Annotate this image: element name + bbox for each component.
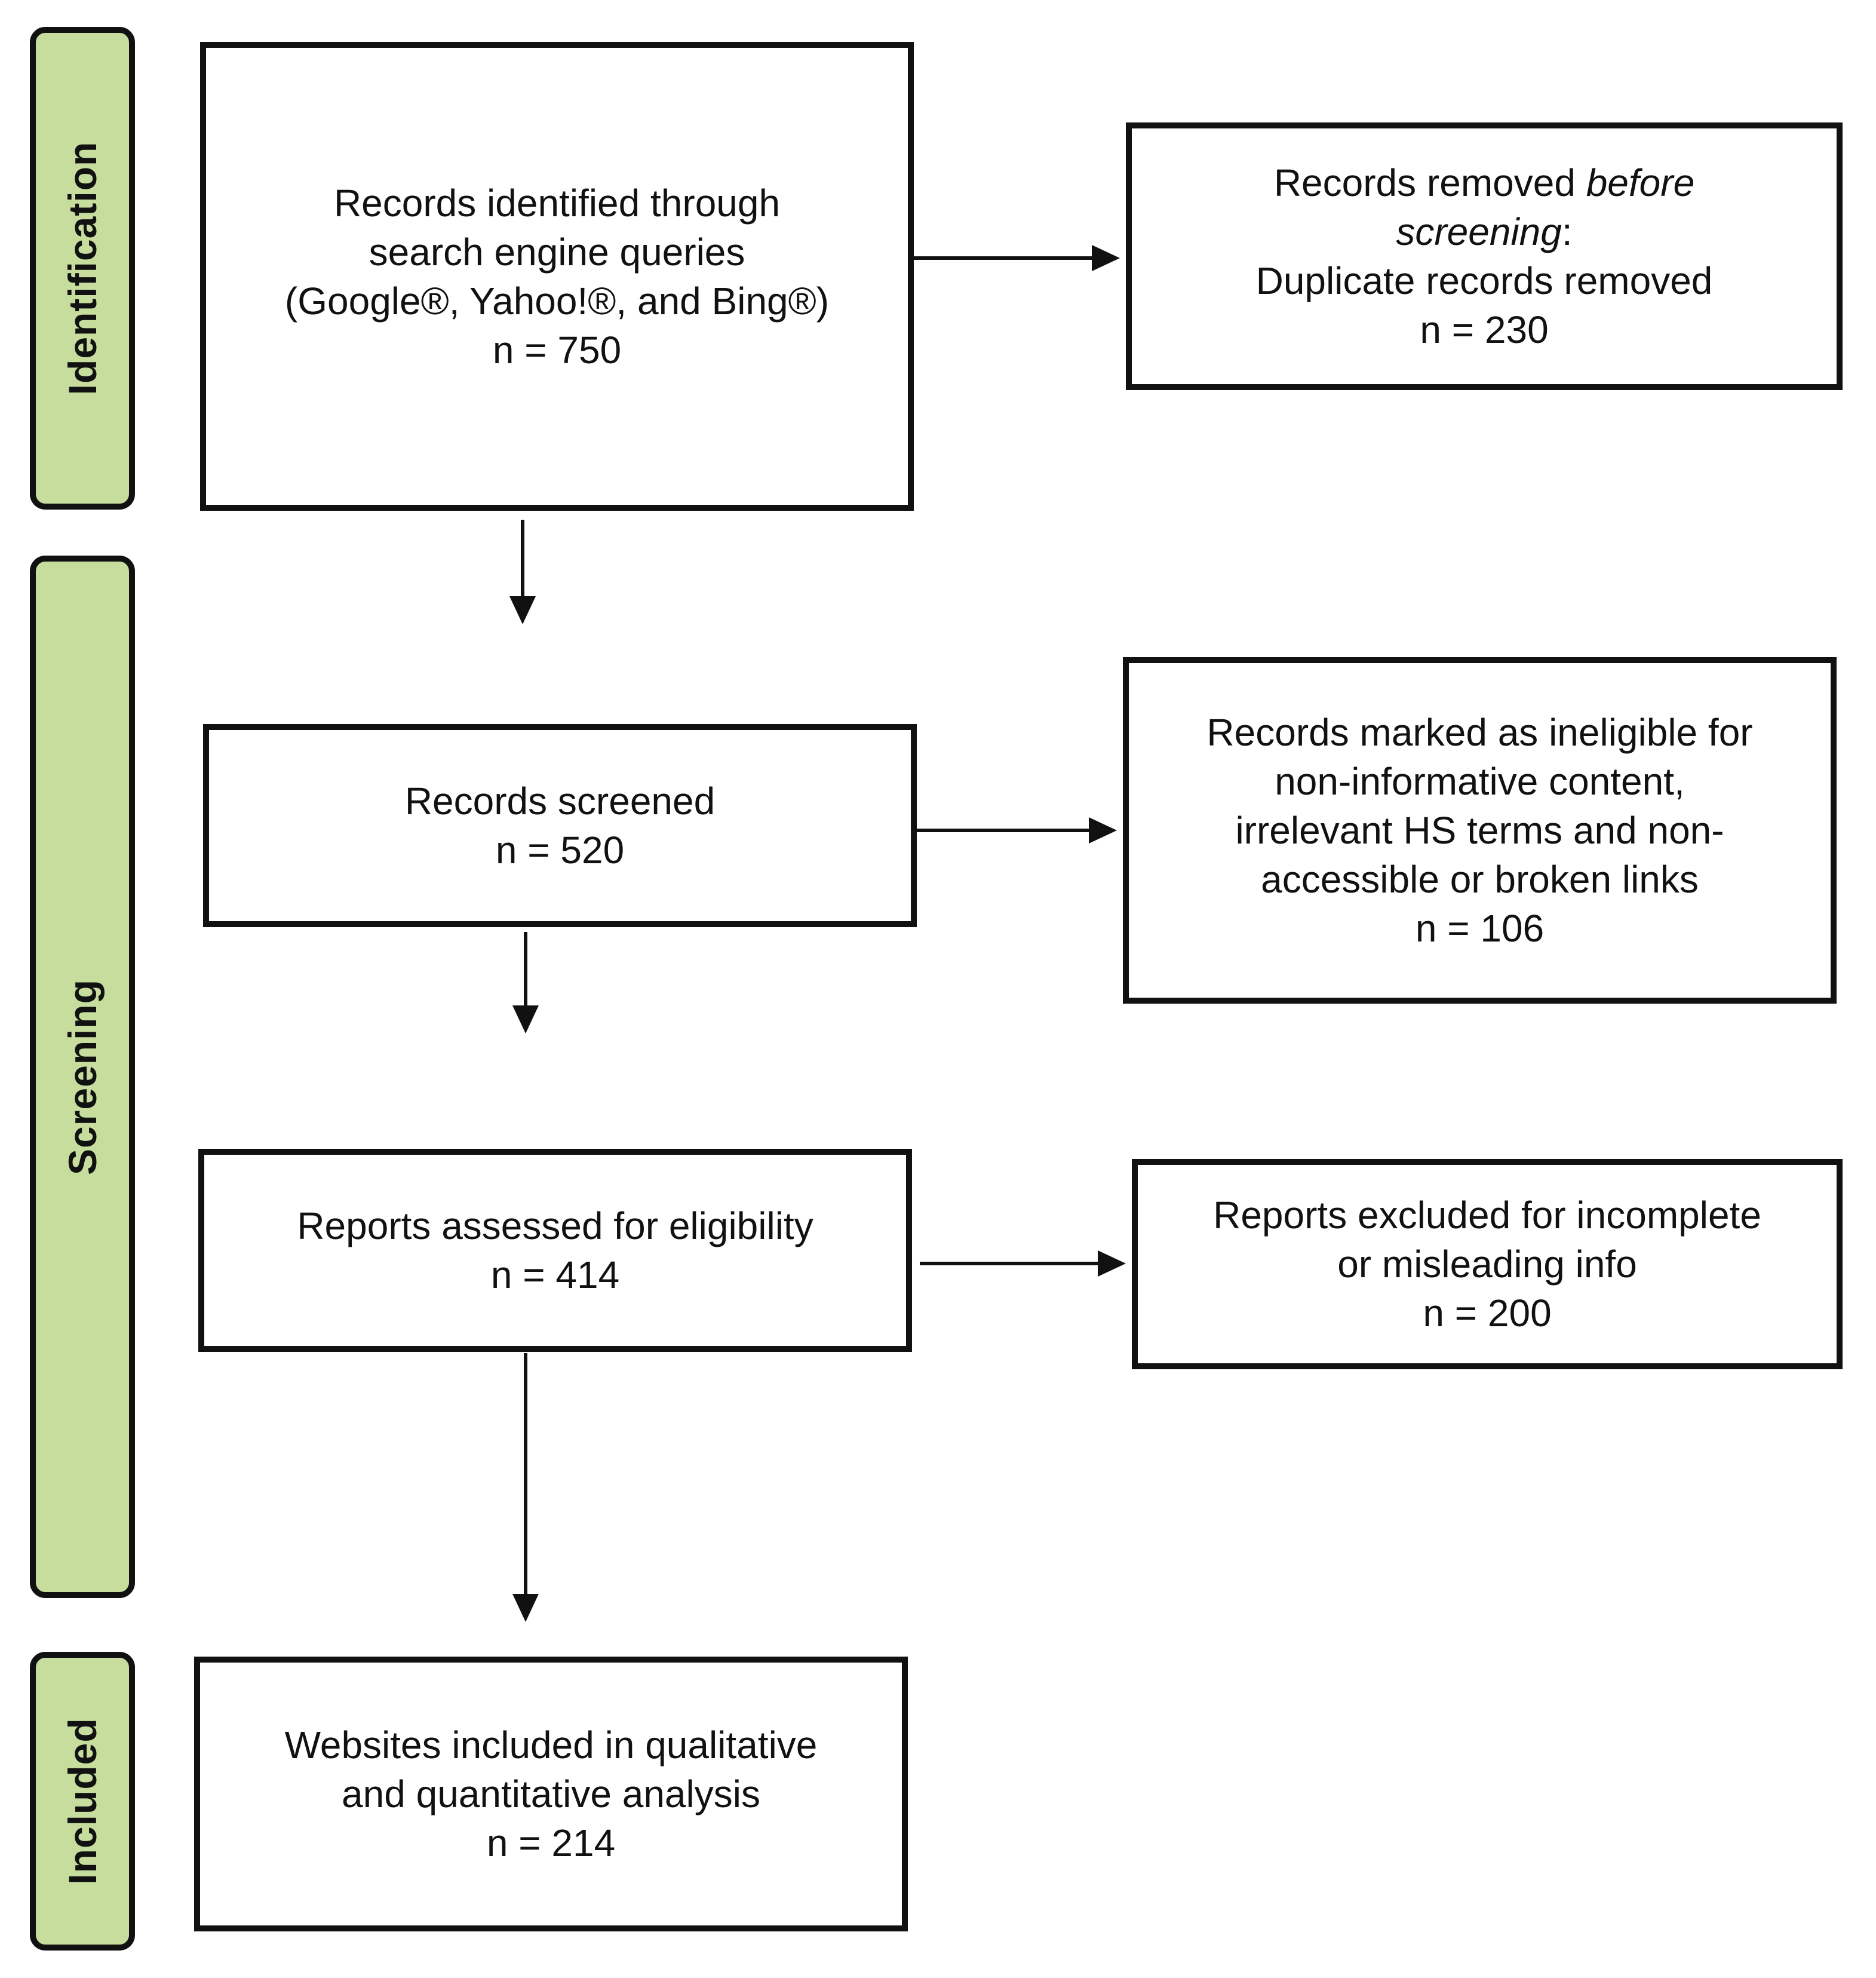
records-removed-line1-italic: before — [1586, 161, 1695, 204]
records-ineligible-line4: accessible or broken links — [1261, 858, 1699, 901]
websites-included-line1: Websites included in qualitative — [284, 1724, 818, 1767]
records-screened-line1: Records screened — [404, 780, 716, 823]
records-ineligible-line2: non-informative content, — [1275, 760, 1685, 803]
reports-assessed-line1: Reports assessed for eligibility — [297, 1204, 813, 1247]
phase-identification: Identification — [30, 27, 135, 510]
websites-included-line2: and quantitative analysis — [342, 1772, 760, 1816]
phase-screening: Screening — [30, 556, 135, 1598]
records-screened-box: Records screened n = 520 — [203, 724, 917, 927]
websites-included-box: Websites included in qualitative and qua… — [194, 1657, 908, 1931]
records-identified-count: n = 750 — [492, 328, 622, 372]
records-screened-count: n = 520 — [495, 829, 625, 872]
records-identified-line1: Records identified through — [333, 181, 781, 225]
records-removed-line2-text: : — [1561, 210, 1573, 253]
records-ineligible-line3: irrelevant HS terms and non- — [1235, 809, 1724, 852]
arrow-identified-to-removed — [914, 245, 1120, 271]
records-removed-line3: Duplicate records removed — [1255, 259, 1713, 302]
records-identified-box: Records identified through search engine… — [200, 42, 914, 511]
arrow-screened-to-ineligible — [917, 817, 1117, 844]
records-ineligible-box: Records marked as ineligible for non-inf… — [1123, 657, 1837, 1004]
records-identified-line2: search engine queries — [369, 230, 745, 274]
reports-assessed-count: n = 414 — [490, 1253, 620, 1296]
websites-included-count: n = 214 — [486, 1821, 616, 1864]
records-removed-line2-italic: screening — [1396, 210, 1562, 253]
arrow-assessed-to-included — [512, 1353, 539, 1622]
records-identified-line3: (Google®, Yahoo!®, and Bing®) — [284, 279, 830, 323]
phase-included: Included — [30, 1652, 135, 1951]
reports-assessed-box: Reports assessed for eligibility n = 414 — [198, 1149, 912, 1352]
arrow-screened-to-assessed — [512, 932, 539, 1034]
arrow-assessed-to-excluded — [920, 1250, 1126, 1277]
records-ineligible-line1: Records marked as ineligible for — [1206, 711, 1753, 754]
records-removed-line2: screening: — [1256, 207, 1713, 256]
reports-excluded-line2: or misleading info — [1337, 1243, 1637, 1286]
records-removed-box: Records removed before screening: Duplic… — [1126, 122, 1843, 390]
records-ineligible-count: n = 106 — [1415, 907, 1545, 950]
reports-excluded-box: Reports excluded for incomplete or misle… — [1132, 1159, 1843, 1369]
records-removed-line1: Records removed before — [1256, 158, 1713, 207]
reports-excluded-line1: Reports excluded for incomplete — [1213, 1194, 1761, 1237]
arrow-identified-to-screened — [509, 520, 536, 624]
records-removed-line1-text: Records removed — [1273, 161, 1586, 204]
reports-excluded-count: n = 200 — [1423, 1292, 1552, 1335]
records-removed-count: n = 230 — [1420, 308, 1549, 351]
